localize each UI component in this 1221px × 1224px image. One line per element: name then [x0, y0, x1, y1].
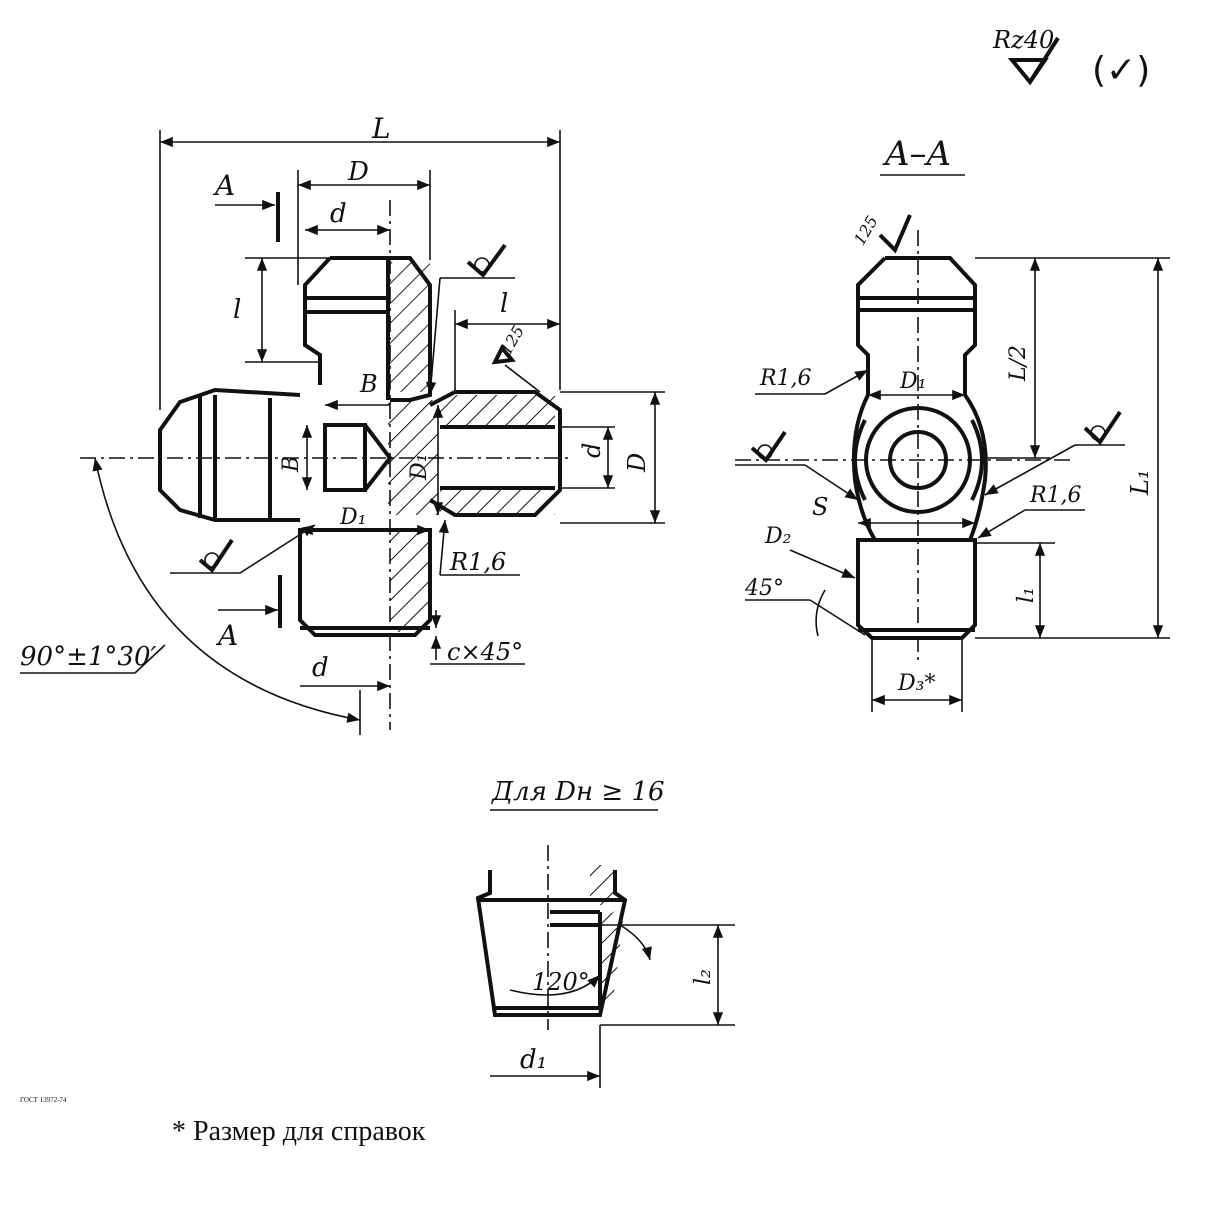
- dim-D2: D₂: [764, 524, 791, 549]
- section-mark-A-top: A: [212, 169, 235, 202]
- footnote: * Размер для справок: [172, 1116, 426, 1147]
- dim-l2: l₂: [691, 969, 716, 985]
- main-view: L D d A A l l B B D₁ D: [20, 112, 665, 735]
- dim-D-right: D: [623, 453, 651, 473]
- dim-45: 45°: [744, 576, 784, 601]
- dim-chamfer: c×45°: [447, 638, 523, 666]
- dim-l-right: l: [500, 289, 508, 319]
- dim-d-right: d: [578, 443, 606, 458]
- dim-L-half: L/2: [1006, 345, 1031, 382]
- roughness-note: (✓): [1092, 50, 1150, 91]
- dim-D3: D₃*: [897, 671, 935, 696]
- dim-L: L: [371, 112, 391, 145]
- roughness-symbol-1: [466, 243, 507, 278]
- dim-d1: d₁: [520, 1045, 547, 1075]
- section-view-A-A: A–A 125 D₁ R1,6 L/2: [735, 134, 1170, 712]
- roughness-value: Rz40: [992, 26, 1054, 54]
- dim-D1-section: D₁: [899, 369, 926, 394]
- dim-R16-section-right: R1,6: [1029, 483, 1082, 508]
- section-mark-A-bottom: A: [215, 619, 238, 652]
- roughness-125-section: 125: [850, 212, 882, 248]
- detail-view: Для Dн ≥ 16 120° l₂ d₁: [475, 777, 735, 1088]
- dim-d-top: d: [330, 199, 347, 229]
- dim-R16-section-left: R1,6: [759, 366, 812, 391]
- dim-R16-main: R1,6: [449, 548, 506, 576]
- angle-90: 90°±1°30′: [20, 642, 156, 672]
- dim-d-bottom: d: [312, 653, 329, 683]
- dim-S: S: [812, 493, 828, 521]
- dim-L1: L₁: [1126, 469, 1154, 496]
- dim-l-left: l: [233, 295, 241, 325]
- standard-stamp: ГОСТ 13972-74: [20, 1096, 67, 1104]
- dim-120: 120°: [532, 968, 590, 996]
- detail-title: Для Dн ≥ 16: [491, 777, 665, 807]
- general-roughness: Rz40 (✓): [992, 26, 1150, 91]
- dim-D1-horizontal: D₁: [339, 505, 366, 530]
- section-title: A–A: [882, 134, 951, 174]
- dim-D-top: D: [347, 157, 369, 187]
- dim-l1: l₁: [1014, 587, 1039, 603]
- dim-D1-vertical: D₁: [407, 454, 432, 481]
- dim-B-vertical: B: [279, 456, 304, 473]
- dim-B-top: B: [359, 370, 378, 398]
